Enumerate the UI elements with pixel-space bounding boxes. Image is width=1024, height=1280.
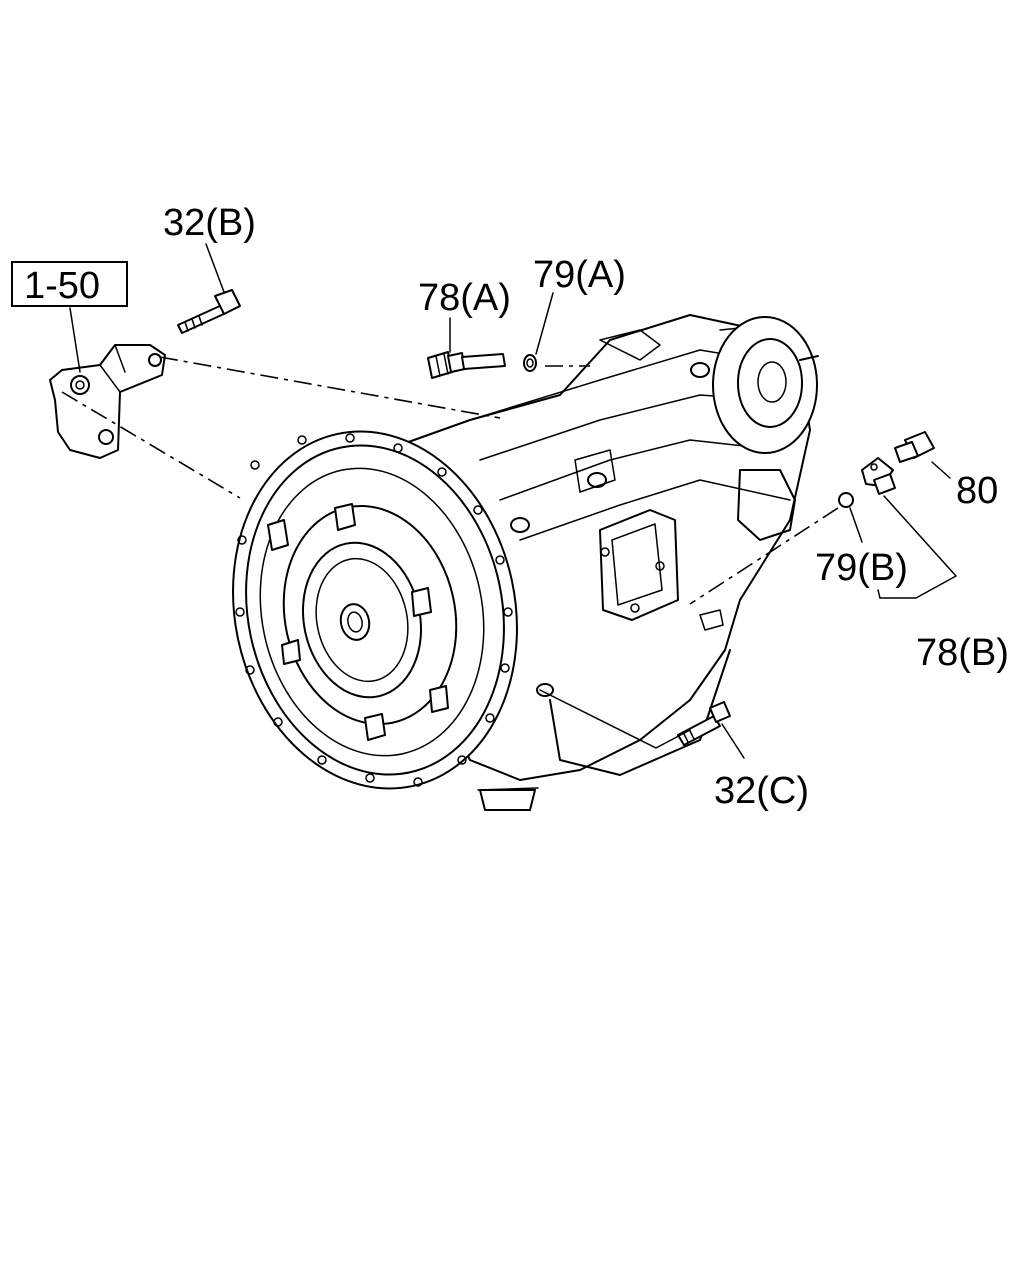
oring-79b bbox=[838, 492, 854, 508]
callout-sensor-78b: 78(B) bbox=[916, 632, 1009, 674]
plug-80 bbox=[894, 431, 935, 463]
callout-bolt-32c: 32(C) bbox=[714, 770, 809, 812]
side-cover bbox=[599, 509, 679, 621]
bolt-32b bbox=[177, 289, 241, 334]
callout-sensor-78a: 78(A) bbox=[418, 277, 511, 319]
callout-oring-79a: 79(A) bbox=[533, 254, 626, 296]
installation-lines bbox=[61, 356, 839, 605]
callout-plug-80: 80 bbox=[956, 470, 998, 512]
callout-oring-79b: 79(B) bbox=[815, 547, 908, 589]
callout-ref-1-50: 1-50 bbox=[24, 265, 100, 307]
sensor-78b bbox=[861, 457, 896, 495]
bolt-32c bbox=[677, 701, 731, 746]
bell-housing bbox=[232, 430, 518, 790]
sensor-78a bbox=[427, 351, 506, 379]
rim-bolt-holes bbox=[235, 433, 513, 787]
leader-lines bbox=[69, 243, 957, 759]
ref-box bbox=[11, 261, 128, 307]
oring-79a bbox=[523, 354, 537, 372]
mounting-bracket bbox=[49, 344, 166, 459]
callout-bolt-32b: 32(B) bbox=[163, 202, 256, 244]
